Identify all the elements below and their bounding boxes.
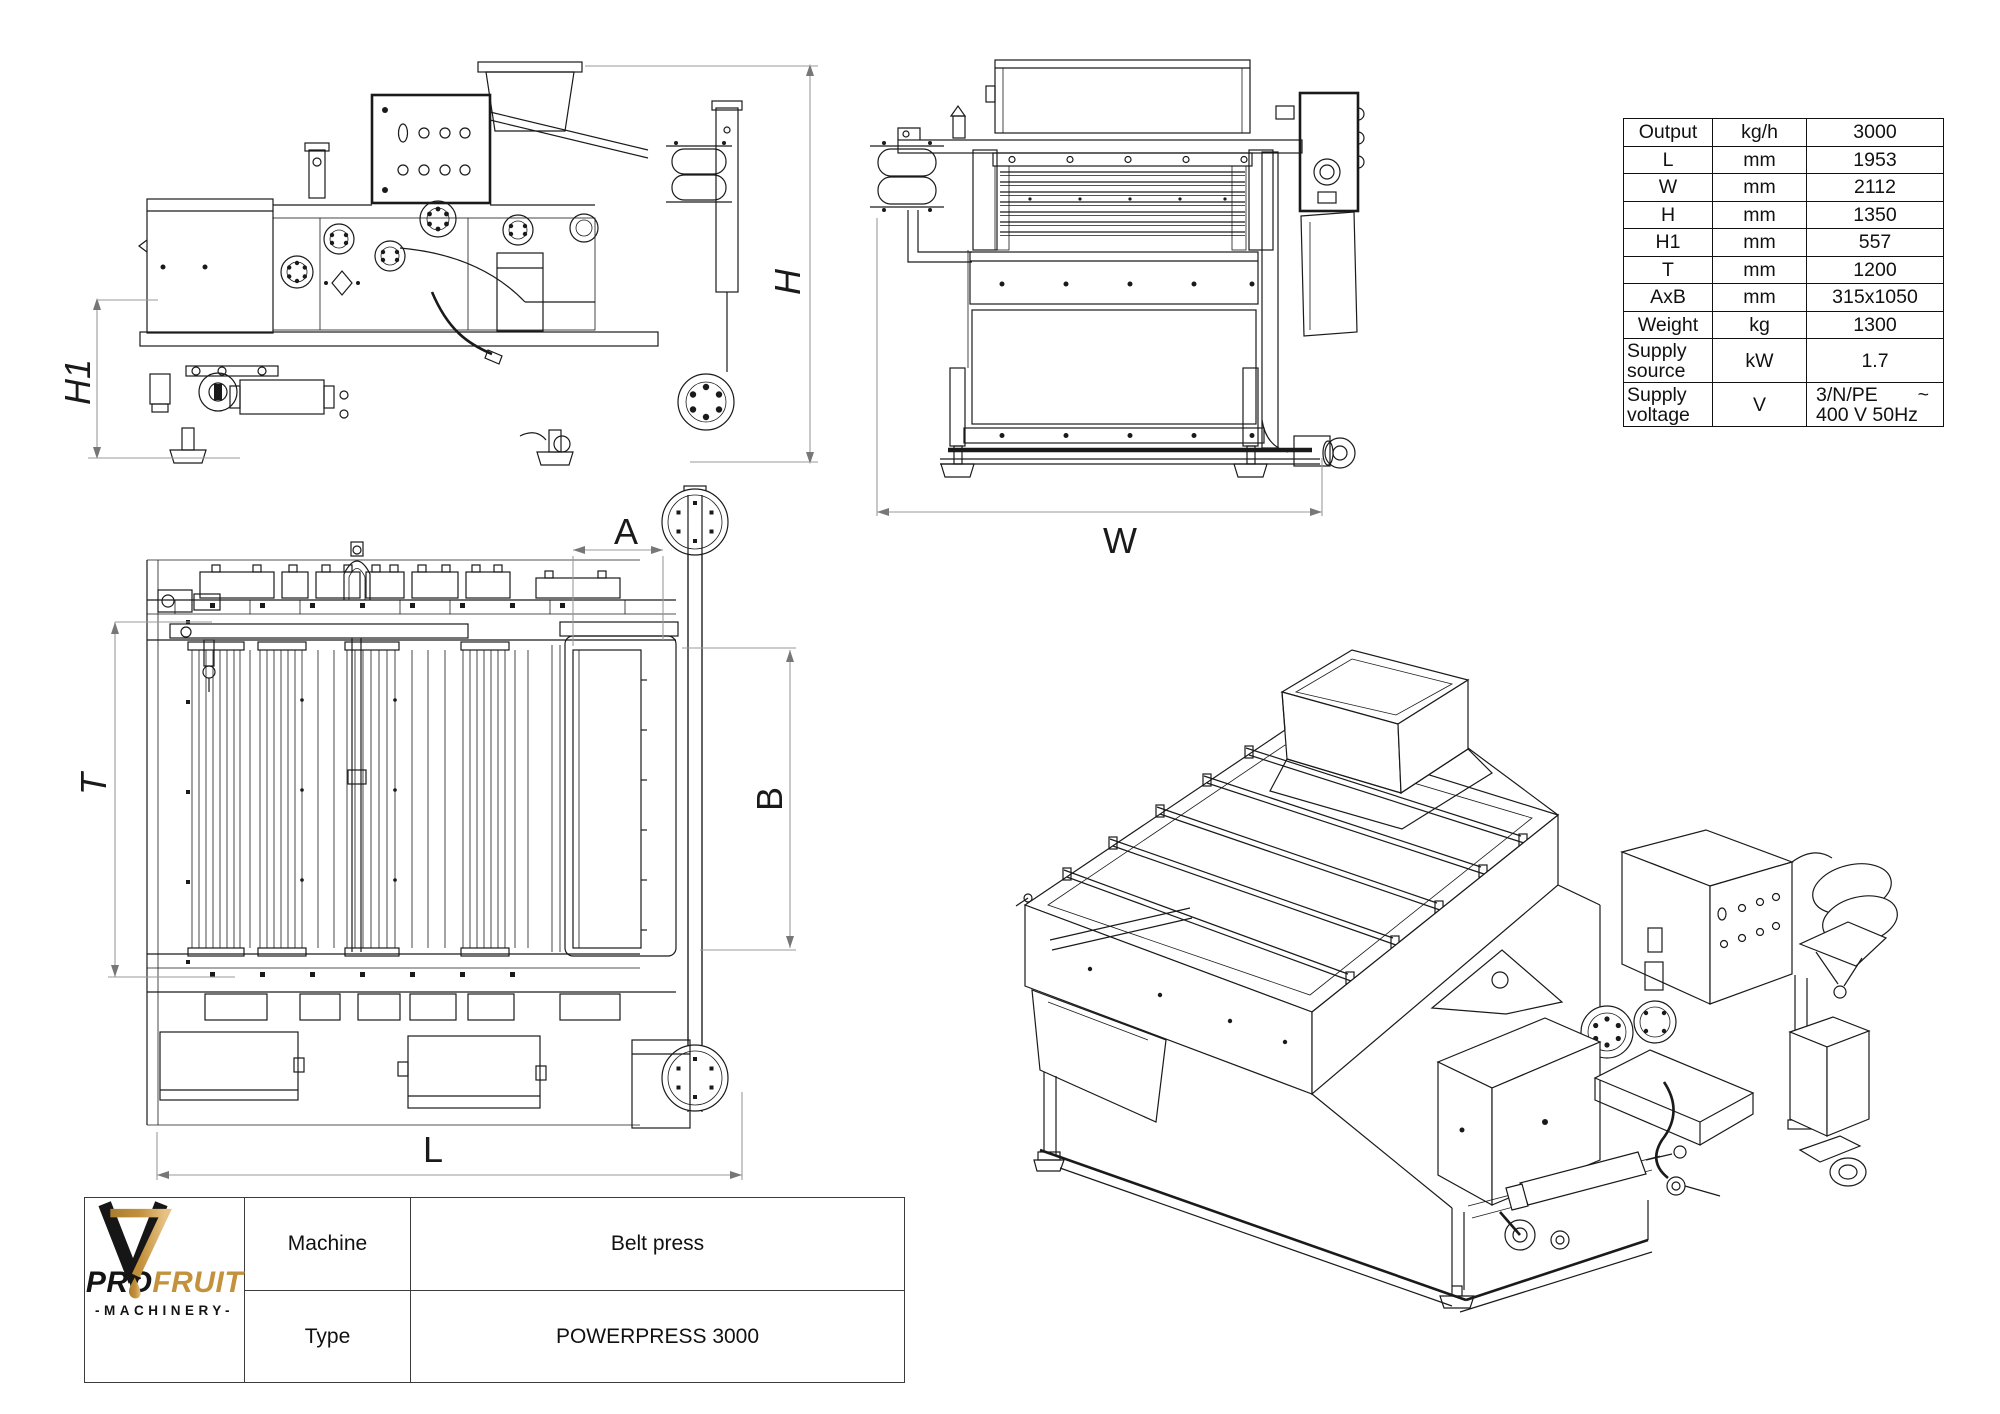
spec-unit: mm <box>1713 229 1807 256</box>
top-drive-unit <box>157 589 221 692</box>
voltage-spec: 3/N/PE <box>1816 383 1878 406</box>
front-control-box <box>1275 91 1365 337</box>
dimension-h: H <box>585 64 818 464</box>
spec-unit: mm <box>1713 146 1807 173</box>
spec-value: 1.7 <box>1861 349 1889 372</box>
spec-param: Weight <box>1624 311 1713 338</box>
isometric-view-drawing <box>1015 649 1898 1313</box>
top-view-drawing <box>146 485 729 1129</box>
top-press-cylinder <box>559 621 679 957</box>
spec-value: 1953 <box>1853 148 1897 171</box>
dim-label-b: B <box>749 787 790 811</box>
dim-label-t: T <box>73 770 114 795</box>
front-hopper <box>985 59 1251 134</box>
spec-unit: mm <box>1713 284 1807 311</box>
spec-unit: mm <box>1713 201 1807 228</box>
spec-value: 315x1050 <box>1832 286 1918 309</box>
spec-param: W <box>1624 174 1713 201</box>
dimension-l: L <box>156 1092 743 1180</box>
dimension-t: T <box>73 621 235 978</box>
spec-value: 1350 <box>1853 203 1897 226</box>
table-row: Supply voltage V 3/N/PE ~ 400 V 50Hz <box>1624 382 1943 426</box>
ac-symbol: ~ <box>1917 383 1929 406</box>
dim-label-h: H <box>767 268 808 295</box>
side-hopper <box>477 61 583 132</box>
front-view-drawing <box>870 59 1365 478</box>
front-bellows <box>870 141 972 263</box>
side-control-box <box>370 93 492 205</box>
brand-fruit: FRUIT <box>152 1266 244 1299</box>
top-motor-boxes <box>159 1031 691 1129</box>
spec-value: 557 <box>1858 231 1892 254</box>
i so-hopper <box>1269 649 1559 830</box>
spec-value: 3000 <box>1853 121 1897 144</box>
front-roller-stack <box>972 149 1274 251</box>
voltage-detail: 400 V 50Hz <box>1816 403 1918 426</box>
spec-param: Output <box>1624 119 1713 146</box>
spec-value: 2112 <box>1854 176 1896 199</box>
spec-unit: kW <box>1713 339 1807 382</box>
machine-value: Belt press <box>610 1232 705 1255</box>
brand-subtitle: -MACHINERY- <box>95 1303 234 1318</box>
spec-param: H1 <box>1624 229 1713 256</box>
side-left-box <box>138 198 274 334</box>
iso-right-box <box>1788 1016 1871 1137</box>
spec-param: AxB <box>1624 284 1713 311</box>
dimension-b: B <box>682 647 796 951</box>
dimension-h1: H1 <box>57 298 240 459</box>
spec-param: T <box>1624 256 1713 283</box>
spec-value: 1200 <box>1853 258 1897 281</box>
title-block: PROFRUIT -MACHINERY- Machine Belt press … <box>84 1197 905 1383</box>
table-row: H1 mm 557 <box>1624 228 1943 256</box>
side-feet <box>169 427 574 466</box>
iso-cylinder-assembly <box>1467 1145 1687 1251</box>
top-blocks-upper <box>199 564 621 599</box>
iso-left-box <box>1436 1017 1602 1207</box>
dim-label-h1: H1 <box>57 359 98 405</box>
spec-table: Output kg/h 3000 L mm 1953 W mm 2112 H m… <box>1623 118 1944 427</box>
table-row: H mm 1350 <box>1624 200 1943 228</box>
side-view-drawing <box>138 61 743 466</box>
table-row: W mm 2112 <box>1624 173 1943 201</box>
table-row: L mm 1953 <box>1624 145 1943 173</box>
spec-unit: mm <box>1713 174 1807 201</box>
table-row: Supply source kW 1.7 <box>1624 338 1943 382</box>
spec-value: 1300 <box>1853 313 1897 336</box>
dim-label-w: W <box>1103 520 1137 561</box>
side-wheel-flange <box>677 373 735 431</box>
table-row: Weight kg 1300 <box>1624 310 1943 338</box>
spec-unit: kg <box>1713 311 1807 338</box>
spec-value: 3/N/PE ~ 400 V 50Hz <box>1807 383 1943 426</box>
table-row: AxB mm 315x1050 <box>1624 283 1943 311</box>
profruit-logo-icon <box>98 1201 172 1299</box>
top-roller-slats <box>186 620 561 964</box>
type-value: POWERPRESS 3000 <box>411 1290 904 1382</box>
top-belt-wheels <box>661 485 729 1112</box>
spec-param: Supply source <box>1624 339 1713 382</box>
dim-label-a: A <box>614 511 638 552</box>
spec-param: L <box>1624 146 1713 173</box>
dimension-w: W <box>876 218 1323 561</box>
spec-unit: mm <box>1713 256 1807 283</box>
dimension-a: A <box>572 511 664 646</box>
side-bellows <box>666 141 732 203</box>
bearing-flanges <box>280 200 599 289</box>
spec-param: H <box>1624 201 1713 228</box>
front-legs <box>940 250 1268 478</box>
top-blocks-lower <box>204 993 621 1021</box>
company-logo: PROFRUIT -MACHINERY- <box>85 1198 245 1382</box>
side-pump <box>149 365 349 419</box>
spec-unit: kg/h <box>1713 119 1807 146</box>
iso-bellows <box>1791 852 1898 999</box>
iso-control-panel <box>1620 829 1815 1130</box>
table-row: T mm 1200 <box>1624 255 1943 283</box>
spec-param: Supply voltage <box>1624 383 1713 426</box>
table-row: Output kg/h 3000 <box>1624 119 1943 146</box>
type-label: Type <box>245 1290 411 1382</box>
spec-unit: V <box>1713 383 1807 426</box>
machine-label: Machine <box>245 1198 411 1290</box>
dim-label-l: L <box>423 1129 443 1170</box>
